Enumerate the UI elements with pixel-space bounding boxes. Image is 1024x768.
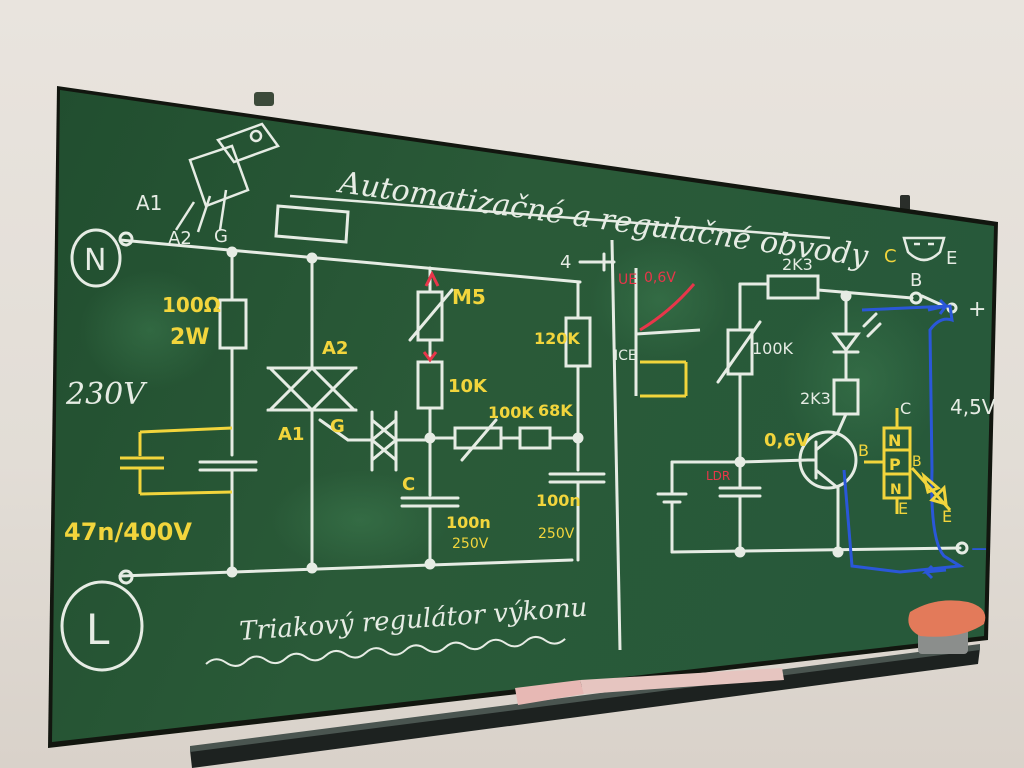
pinout-c-label: C xyxy=(884,246,897,267)
cap-c-label: C xyxy=(402,474,415,495)
package-label-g: G xyxy=(214,226,228,247)
graph-label-ice: ICE xyxy=(614,348,637,364)
cap-right-voltage: 250V xyxy=(538,526,575,542)
triac-package-sketch xyxy=(174,122,280,233)
npn-c-label: C xyxy=(900,399,911,418)
plus-terminal-label: + xyxy=(968,297,986,322)
resistor-value-label: 100Ω xyxy=(162,293,221,317)
npn-structure xyxy=(864,408,952,514)
board-divider xyxy=(610,239,622,651)
output-label: 4 xyxy=(560,252,571,273)
pinout-e-label: E xyxy=(946,248,957,269)
cap-c-voltage: 250V xyxy=(452,536,489,552)
triac-a2-label: A2 xyxy=(322,338,348,359)
npn-p-label: P xyxy=(889,455,901,474)
diode-b-label: B xyxy=(912,454,922,470)
npn-b-label: B xyxy=(858,441,869,460)
resistor-120k-label: 120K xyxy=(534,329,580,348)
pot-label: M5 xyxy=(452,285,486,309)
graph-label-ue: UE xyxy=(618,272,637,288)
current-arrow-bottom xyxy=(921,564,947,580)
chalk-stick xyxy=(515,668,784,705)
supply-voltage-label: 230V xyxy=(65,377,148,412)
npn-e-label: E xyxy=(898,499,908,518)
diode-e-label: E xyxy=(942,507,952,526)
triac-regulator-circuit xyxy=(118,204,616,585)
current-arrow-top xyxy=(927,298,949,315)
cap-right-value: 100n xyxy=(536,491,581,510)
resistor-10k-label: 10K xyxy=(448,376,488,397)
resistor-2k3-label: 2K3 xyxy=(800,389,831,408)
phase-label: N xyxy=(84,243,106,278)
characteristic-graph xyxy=(634,268,701,398)
terminal-circles xyxy=(60,228,144,672)
current-path-outline xyxy=(842,304,965,574)
resistor-2k3-top-label: 2K3 xyxy=(782,255,813,274)
npn-n1-label: N xyxy=(888,431,901,450)
chalkboard xyxy=(48,86,998,748)
wall-hooks xyxy=(254,92,910,211)
pinout-b-label: B xyxy=(910,270,922,291)
graph-label-threshold: 0,6V xyxy=(644,270,676,286)
trimmer-100k-label: 100K xyxy=(488,403,534,422)
capacitor-value-label: 47n/400V xyxy=(64,518,192,546)
pot-100k-label: 100K xyxy=(752,339,794,358)
pot-wiper-marks xyxy=(422,270,440,363)
ldr-label: LDR xyxy=(706,469,730,483)
npn-n2-label: N xyxy=(890,482,902,498)
yellow-capacitor xyxy=(120,426,233,496)
subtitle-underline xyxy=(205,635,566,667)
sponge-eraser xyxy=(908,600,986,654)
neutral-label: L xyxy=(86,605,110,654)
package-label-a1: A1 xyxy=(136,191,162,215)
cap-c-value: 100n xyxy=(446,513,491,532)
minus-terminal-label: − xyxy=(970,537,988,562)
resistor-power-label: 2W xyxy=(170,325,210,350)
transistor-circuit xyxy=(656,274,969,558)
supply-voltage-right: 4,5V xyxy=(950,395,996,419)
base-voltage-label: 0,6V xyxy=(764,430,810,451)
resistor-68k-label: 68K xyxy=(538,401,573,420)
triac-a1-label: A1 xyxy=(278,424,304,445)
package-label-a2: A2 xyxy=(168,228,192,249)
triac-g-label: G xyxy=(330,416,345,437)
transistor-pinout-sketch xyxy=(902,236,946,262)
